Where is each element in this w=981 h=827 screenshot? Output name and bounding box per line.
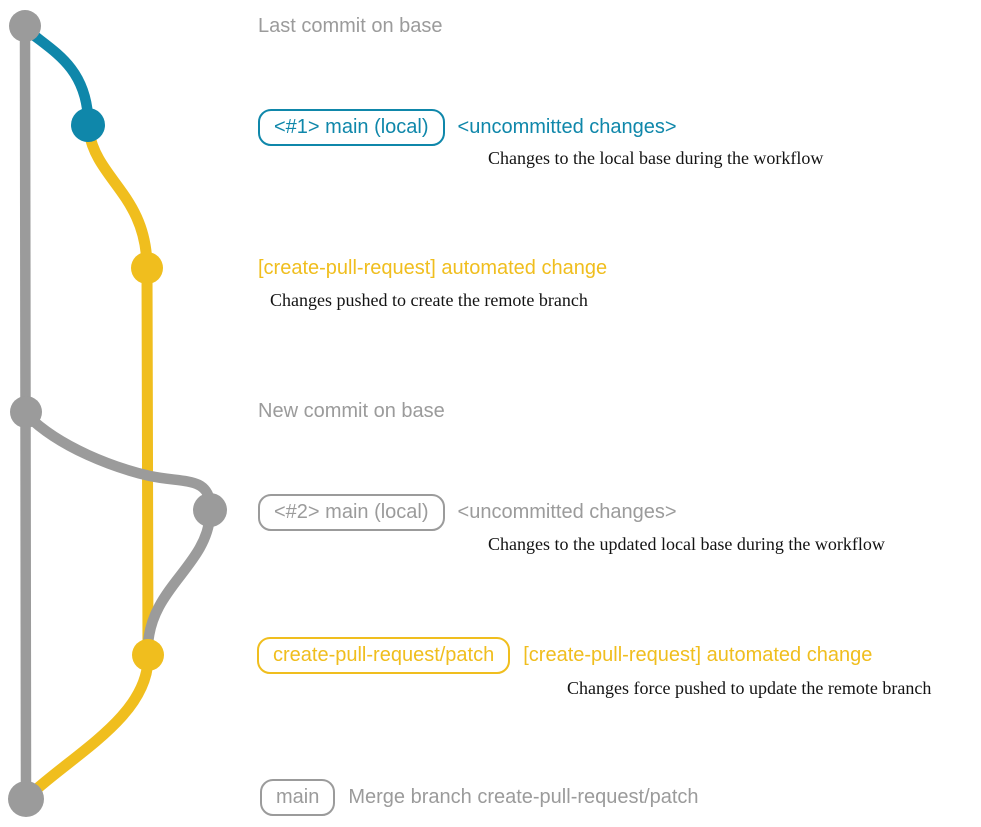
caption-patch-branch: Changes force pushed to update the remot… xyxy=(567,678,932,698)
commit-node-automated-2 xyxy=(132,639,164,671)
rebase-curve xyxy=(142,510,216,651)
commit-node-last-base xyxy=(9,10,41,42)
row-automated-commit-1: [create-pull-request] automated change xyxy=(258,250,607,286)
automated-commit-message-1: [create-pull-request] automated change xyxy=(258,256,608,279)
caption-local-main-1: Changes to the local base during the wor… xyxy=(488,148,824,168)
uncommitted-changes-note-1: <uncommitted changes> xyxy=(457,116,677,138)
row-patch-branch: create-pull-request/patch [create-pull-r… xyxy=(257,637,872,674)
local-changes-curve-2 xyxy=(21,409,216,508)
new-commit-text: New commit on base xyxy=(258,399,445,422)
commit-graph xyxy=(8,10,227,817)
commit-node-merge xyxy=(8,781,44,817)
automated-commit-message-2: [create-pull-request] automated change xyxy=(523,644,873,666)
patch-branch-curve-top xyxy=(83,126,153,274)
branch-badge-main-local-2: <#2> main (local) xyxy=(258,494,445,531)
branch-badge-main-local-1: <#1> main (local) xyxy=(258,109,445,146)
uncommitted-changes-note-2: <uncommitted changes> xyxy=(457,501,677,523)
commit-node-local-main-1 xyxy=(71,108,105,142)
patch-branch-line xyxy=(141,262,154,661)
caption-automated-commit-1: Changes pushed to create the remote bran… xyxy=(270,290,588,310)
last-commit-text: Last commit on base xyxy=(258,14,443,37)
label-new-commit-on-base: New commit on base xyxy=(258,393,445,429)
caption-local-main-2: Changes to the updated local base during… xyxy=(488,534,885,554)
commit-node-automated-1 xyxy=(131,252,163,284)
branch-badge-main: main xyxy=(260,779,336,816)
row-local-main-1: <#1> main (local) <uncommitted changes> xyxy=(258,109,677,146)
row-merge-commit: main Merge branch create-pull-request/pa… xyxy=(260,779,699,816)
local-changes-curve-1 xyxy=(19,22,94,122)
commit-node-new-base xyxy=(10,396,42,428)
label-last-commit-on-base: Last commit on base xyxy=(258,8,443,44)
commit-node-local-main-2 xyxy=(193,493,227,527)
branch-badge-patch: create-pull-request/patch xyxy=(257,637,511,674)
merge-commit-message: Merge branch create-pull-request/patch xyxy=(348,786,699,808)
patch-merge-curve xyxy=(25,654,154,800)
row-local-main-2: <#2> main (local) <uncommitted changes> xyxy=(258,494,677,531)
